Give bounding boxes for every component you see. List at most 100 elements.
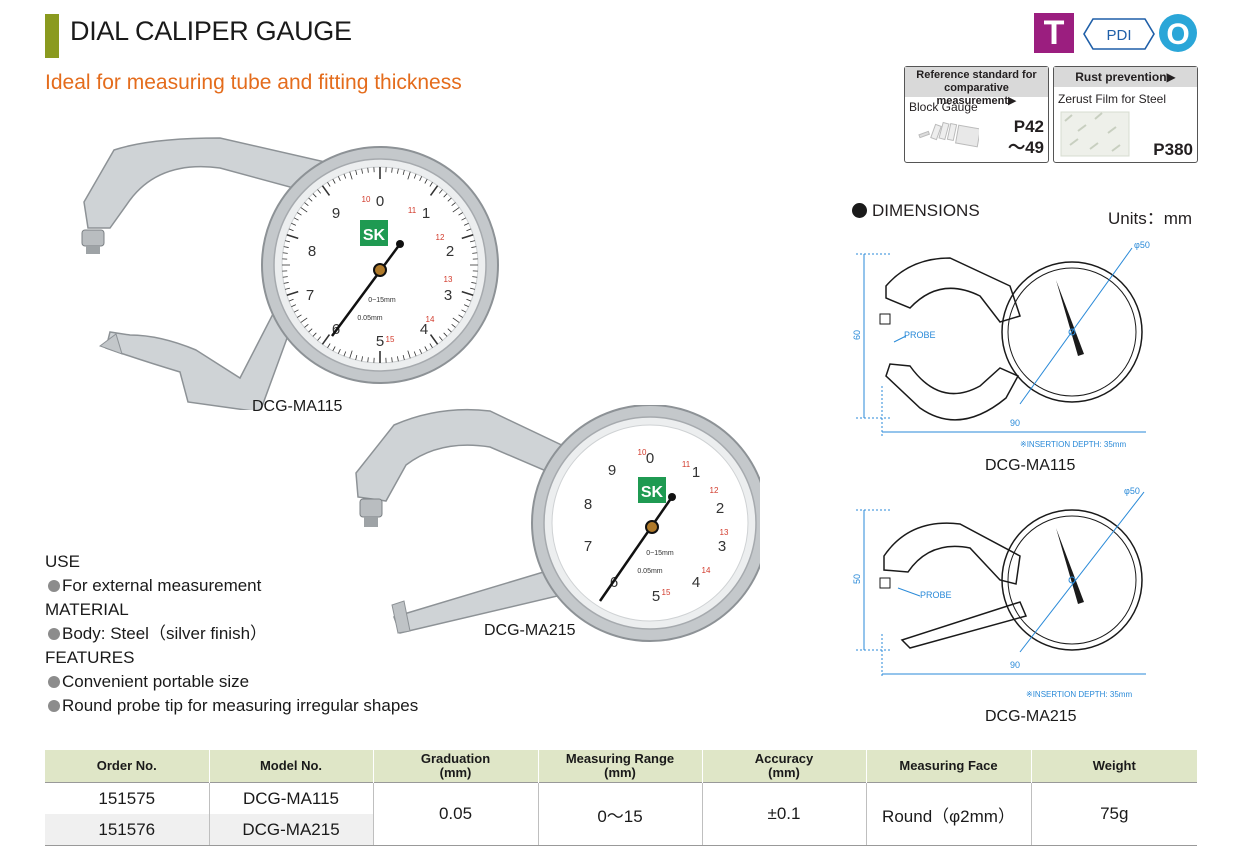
dial2-num-7: 7: [584, 538, 592, 555]
dial-tick: [321, 185, 331, 196]
units-label: Units：mm: [1108, 209, 1193, 228]
graduation-cell: 0.05: [372, 782, 538, 846]
block-gauge-icon: [918, 121, 979, 148]
dial-tick: [283, 282, 289, 284]
dial-tick: [397, 356, 399, 362]
dial-ticks-1: [282, 167, 478, 363]
dial2-grad: 0.05mm: [637, 568, 662, 575]
dial1-num-1: 1: [422, 205, 430, 222]
dial-tick: [312, 332, 317, 337]
dial2-red-11: 11: [682, 460, 691, 469]
dial1-num-0: 0: [376, 193, 384, 210]
dial2-logo: SK: [641, 484, 664, 501]
accuracy-cell: ±0.1: [701, 782, 866, 846]
dial-tick: [424, 178, 428, 184]
dial-tick: [343, 173, 347, 179]
header-measuring-face: Measuring Face: [865, 750, 1031, 783]
dial-tick: [327, 343, 331, 348]
dial1-num-3: 3: [444, 287, 452, 304]
measuring-face-cell: Round（φ2mm）: [865, 782, 1031, 846]
dim1-insertion-note: ※INSERTION DEPTH: 35mm: [1020, 440, 1126, 449]
dial-tick: [469, 287, 476, 290]
dial-tick: [282, 276, 288, 278]
photo-label-dcg-ma115: DCG-MA115: [252, 398, 343, 415]
dial-tick: [317, 336, 322, 341]
dial-tick: [343, 351, 347, 357]
reference-page-zerust: P380: [1153, 140, 1193, 159]
dial-tick: [458, 314, 463, 318]
dial2-num-3: 3: [718, 538, 726, 555]
dial-tick: [447, 328, 452, 333]
dial-tick: [424, 346, 428, 352]
dim1-probe: PROBE: [904, 330, 936, 340]
badge-o: O: [1159, 14, 1197, 52]
dial-tick: [472, 276, 478, 278]
dial-tick: [283, 246, 289, 248]
range-cell: 0～15: [537, 782, 702, 846]
dial-tick: [297, 314, 302, 318]
dial2-num-1: 1: [692, 464, 700, 481]
dial-tick: [463, 304, 469, 308]
dial-tick: [469, 240, 476, 243]
dial-tick: [407, 171, 411, 180]
dim2-width: 90: [1010, 660, 1020, 670]
dial-tick: [317, 189, 322, 194]
dial-tick: [300, 317, 308, 323]
dial-tick: [337, 348, 341, 354]
dial-tick: [286, 233, 299, 240]
model-no-cell: DCG-MA215: [208, 814, 373, 846]
dial-tick: [391, 357, 393, 363]
dial2-num-9: 9: [608, 462, 616, 479]
reference-box-rust-prevention[interactable]: Rust prevention▶ Zerust Film for Steel P…: [1053, 66, 1198, 163]
model-no-cell: DCG-MA115: [208, 782, 373, 814]
dial1-range: 0~15mm: [368, 297, 396, 304]
dial-tick: [429, 182, 433, 187]
feature-item: Convenient portable size: [45, 670, 418, 694]
dial-tick: [471, 282, 477, 284]
dial-tick: [413, 173, 417, 179]
dimension-drawing-dcg-ma215: φ50 50 90 PROBE ※INSERTION DEPTH: 35mm: [852, 486, 1146, 699]
dial2-num-8: 8: [584, 496, 592, 513]
title-accent-bar: [45, 14, 59, 58]
dial1-red-11: 11: [408, 206, 417, 215]
dim2-probe: PROBE: [920, 590, 952, 600]
reference-box-block-gauge[interactable]: Reference standard for comparative measu…: [904, 66, 1049, 163]
use-item: For external measurement: [45, 574, 418, 598]
dial-tick: [452, 317, 460, 323]
dial2-red-15: 15: [662, 588, 671, 597]
dial1-grad: 0.05mm: [357, 315, 382, 322]
sk-logo-icon: [638, 477, 666, 503]
header-order-no: Order No.: [45, 750, 209, 783]
dial-tick: [451, 323, 456, 328]
dim1-width: 90: [1010, 418, 1020, 428]
dial-tick: [355, 354, 358, 361]
dial-tick: [332, 346, 336, 352]
dial-tick: [463, 222, 469, 226]
dial1-red-13: 13: [444, 275, 453, 284]
page-title: DIAL CALIPER GAUGE: [70, 16, 352, 46]
dial1-logo: SK: [363, 227, 386, 244]
table-row: 151575 DCG-MA115 0.05 0～15 ±0.1 Round（φ2…: [45, 782, 1197, 846]
product-photo-dcg-ma115: 0 1 2 3 4 5 6 7 8 9 10 11 12 13 14 15 SK…: [81, 137, 499, 410]
reference-page-block-gauge: P42 ～49: [1008, 117, 1044, 157]
dial2-range: 0~15mm: [646, 550, 674, 557]
reference-heading-line1: Reference standard for: [916, 69, 1037, 81]
dial-tick: [293, 309, 299, 313]
reference-item-zerust: Zerust Film for Steel: [1058, 92, 1167, 106]
dim2-height: 50: [852, 574, 862, 584]
badge-pdi-label: PDI: [1106, 27, 1131, 44]
dial-tick: [300, 207, 308, 213]
dial-tick: [291, 304, 297, 308]
dial-tick: [282, 252, 288, 254]
dial-tick: [461, 233, 474, 240]
dim2-diameter: φ50: [1124, 486, 1140, 496]
dial2-num-2: 2: [716, 500, 724, 517]
dial-tick: [304, 323, 309, 328]
feature-item: Round probe tip for measuring irregular …: [45, 694, 418, 718]
header-weight: Weight: [1030, 750, 1197, 783]
header-model-no: Model No.: [208, 750, 373, 783]
dial-tick: [438, 189, 443, 194]
badge-t: T: [1034, 13, 1074, 53]
dial-tick: [451, 202, 456, 207]
order-no-cell: 151576: [45, 814, 209, 846]
